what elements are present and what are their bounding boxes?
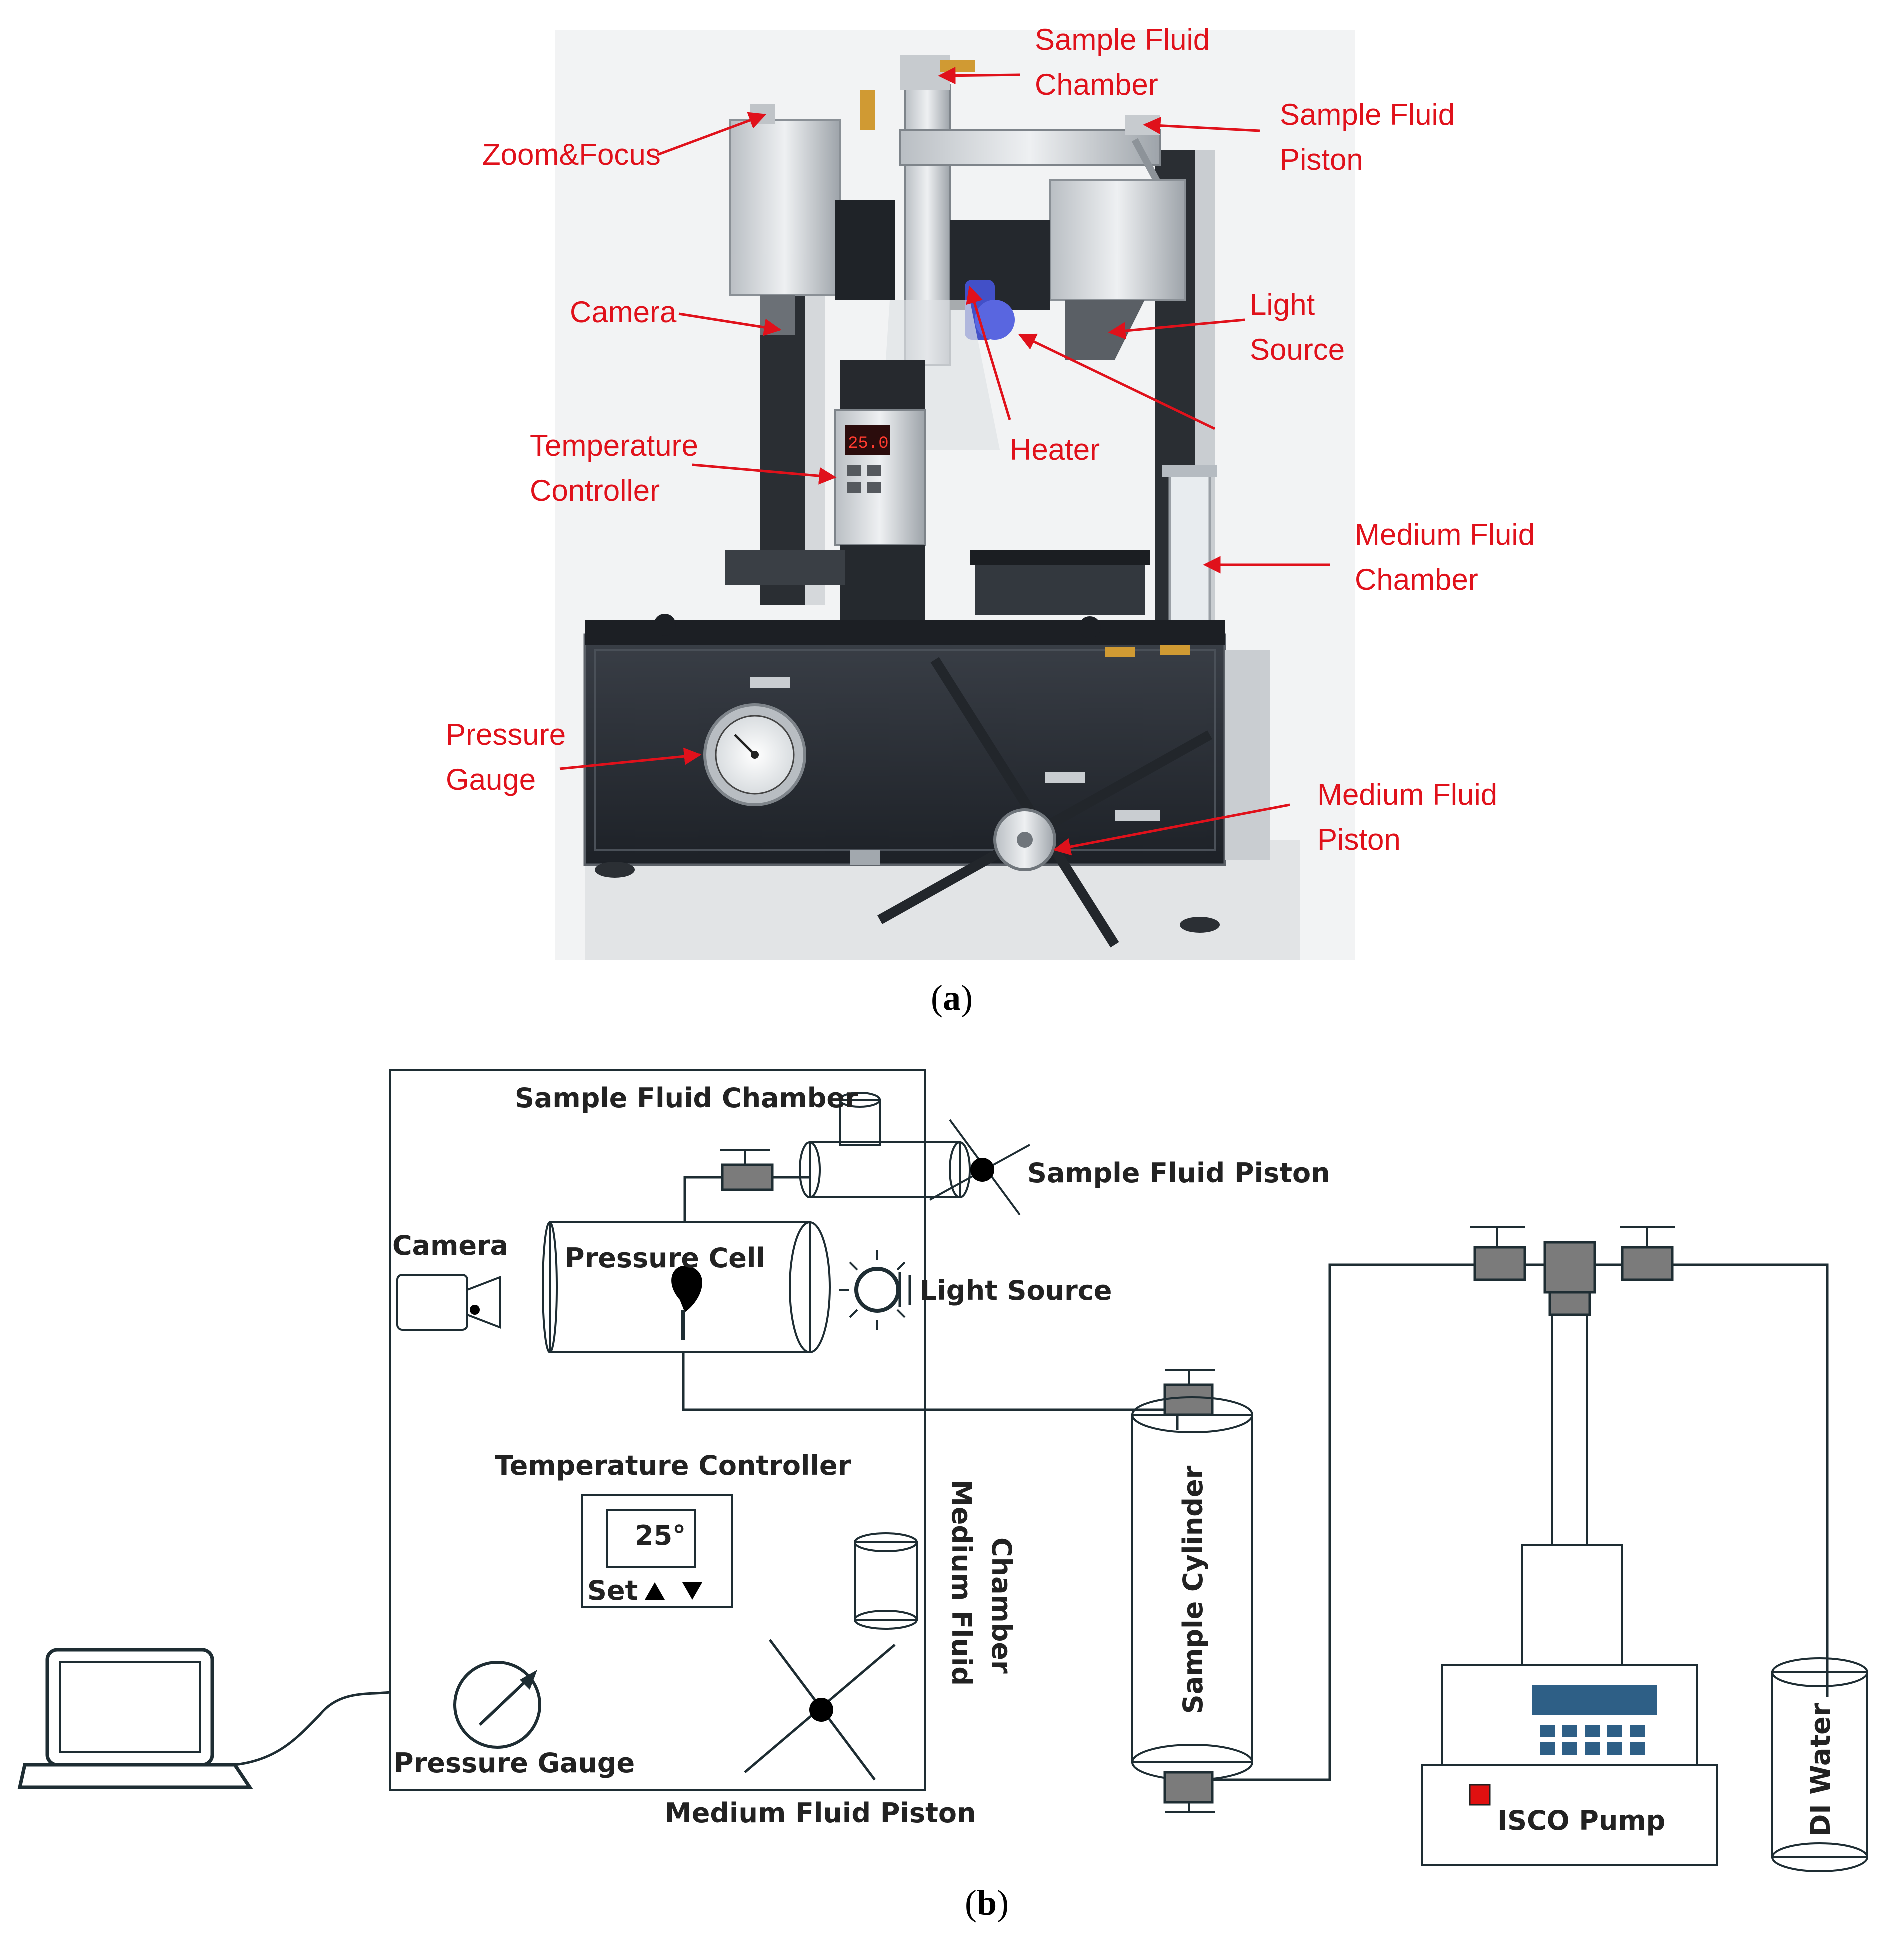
set-label: Set [588, 1575, 638, 1606]
medium-fluid-piston-icon [744, 1639, 896, 1781]
label-sample-fluid-chamber: Sample Fluid Chamber [1035, 23, 1210, 102]
medium-fluid-chamber-cylinder [854, 1532, 918, 1630]
svg-text:Gauge: Gauge [446, 763, 536, 796]
isco-pump [1422, 1314, 1718, 1866]
svg-text:Piston: Piston [1280, 143, 1364, 176]
pressure-gauge-label: Pressure Gauge [394, 1748, 635, 1779]
svg-text:Chamber: Chamber [986, 1538, 1018, 1674]
svg-text:Medium Fluid: Medium Fluid [946, 1480, 978, 1686]
label-medium-fluid-piston: Medium Fluid Piston [1318, 778, 1498, 856]
svg-text:Controller: Controller [530, 474, 660, 508]
sample-cylinder-label: Sample Cylinder [1178, 1466, 1209, 1714]
base-body [584, 634, 1226, 866]
caption-b: (b) [965, 1883, 1009, 1923]
sample-fluid-chamber-cylinder [839, 1092, 881, 1146]
label-camera: Camera [570, 296, 677, 329]
label-heater: Heater [1010, 433, 1100, 466]
sample-fluid-piston-label: Sample Fluid Piston [1028, 1158, 1330, 1189]
svg-text:Heater: Heater [1010, 433, 1100, 466]
svg-text:Temperature: Temperature [530, 429, 698, 462]
label-temperature-controller: Temperature Controller [530, 429, 698, 508]
pump-indicator-light [1469, 1784, 1491, 1806]
svg-text:Source: Source [1250, 333, 1345, 366]
laptop-cable [234, 1691, 390, 1766]
pressure-cell [542, 1222, 831, 1354]
label-arrows [560, 67, 1330, 856]
svg-text:Sample Fluid: Sample Fluid [1035, 23, 1210, 56]
sample-fluid-piston-cylinder [799, 1142, 971, 1198]
panel-a-photo: 25.0 [446, 23, 1535, 960]
temperature-value: 25° [635, 1520, 686, 1552]
camera-label: Camera [392, 1230, 508, 1262]
svg-text:Sample Fluid: Sample Fluid [1280, 98, 1455, 132]
pressure-gauge-icon [454, 1661, 542, 1749]
panel-b-diagram: Pressure Cell Camera Light Source [18, 1069, 1868, 1872]
light-source-icon [839, 1250, 912, 1330]
pump-manifold [1470, 1226, 1829, 1698]
pressure-gauge-dial [704, 704, 806, 806]
sample-fluid-chamber-label: Sample Fluid Chamber [515, 1082, 858, 1114]
label-medium-fluid-chamber: Medium Fluid Chamber [1355, 518, 1535, 596]
label-pressure-gauge: Pressure Gauge [446, 718, 566, 796]
laptop-icon [18, 1648, 254, 1790]
label-sample-fluid-piston: Sample Fluid Piston [1280, 98, 1455, 176]
label-zoom-focus: Zoom&Focus [482, 138, 661, 172]
medium-fluid-piston-wheel [878, 657, 1212, 948]
svg-text:Light: Light [1250, 288, 1315, 322]
temperature-controller-label: Temperature Controller [495, 1450, 852, 1482]
valve-sample-line [720, 1149, 774, 1192]
svg-text:Camera: Camera [570, 296, 677, 329]
temperature-readout: 25.0 [848, 434, 889, 454]
sample-cylinder [1132, 1369, 1254, 1814]
temperature-controller-box [582, 1494, 734, 1608]
pressure-cell-label: Pressure Cell [565, 1242, 766, 1274]
medium-fluid-chamber-label: Medium Fluid Chamber [946, 1480, 1018, 1686]
sample-fluid-piston-handle [930, 1119, 1030, 1216]
svg-text:Medium Fluid: Medium Fluid [1318, 778, 1498, 812]
svg-text:Medium Fluid: Medium Fluid [1355, 518, 1535, 552]
svg-text:Piston: Piston [1318, 823, 1401, 856]
di-water-container [1772, 1658, 1868, 1872]
light-source-housing [1049, 179, 1186, 301]
light-source-label: Light Source [920, 1275, 1112, 1306]
svg-text:Pressure: Pressure [446, 718, 566, 752]
di-water-label: DI Water [1805, 1703, 1836, 1836]
svg-text:Chamber: Chamber [1035, 68, 1158, 102]
medium-fluid-piston-label: Medium Fluid Piston [665, 1798, 976, 1829]
isco-pump-label: ISCO Pump [1498, 1805, 1666, 1836]
svg-text:Chamber: Chamber [1355, 563, 1478, 596]
camera-housing [729, 119, 841, 296]
svg-text:Zoom&Focus: Zoom&Focus [482, 138, 661, 172]
camera-icon [396, 1274, 501, 1331]
label-light-source: Light Source [1250, 288, 1345, 366]
pump-keypad [1540, 1725, 1645, 1755]
medium-fluid-chamber-glass [1168, 468, 1212, 632]
caption-a: (a) [931, 978, 973, 1018]
pump-display [1532, 1685, 1658, 1715]
enclosure-box [389, 1069, 926, 1791]
